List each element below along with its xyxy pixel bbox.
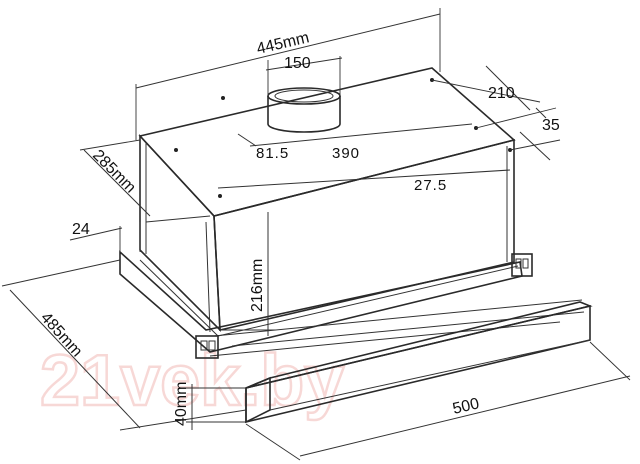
label-mount-spacing: 390 bbox=[332, 145, 360, 162]
label-panel-width: 500 bbox=[451, 395, 481, 418]
mounting-holes bbox=[174, 78, 512, 198]
label-top-depth: 285mm bbox=[89, 147, 139, 197]
label-mount-offset-c: 81.5 bbox=[256, 145, 289, 162]
bracket-left bbox=[195, 335, 219, 359]
dimension-lines bbox=[1, 8, 631, 461]
label-panel-height: 40mm bbox=[173, 382, 190, 426]
label-mount-offset-d: 27.5 bbox=[414, 177, 447, 194]
label-front-lip: 24 bbox=[72, 221, 90, 238]
label-mount-offset-b: 35 bbox=[542, 117, 560, 134]
label-duct-diameter: 150 bbox=[284, 55, 311, 72]
label-body-height: 216mm bbox=[249, 259, 266, 312]
front-panel bbox=[245, 301, 593, 424]
label-overall-width: 445mm bbox=[255, 29, 311, 58]
hood-body bbox=[119, 67, 585, 357]
duct-collar bbox=[267, 87, 341, 133]
bracket-right bbox=[511, 253, 533, 277]
label-mount-offset-a: 210 bbox=[488, 85, 515, 102]
